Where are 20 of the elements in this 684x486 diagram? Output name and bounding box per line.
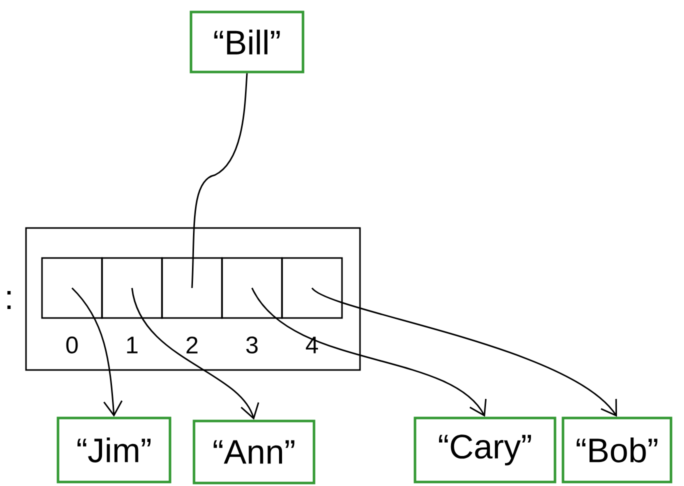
string-box: “Bill” xyxy=(190,10,304,74)
arrow xyxy=(71,287,123,417)
index-label: 1 xyxy=(127,336,138,354)
index-label: 0 xyxy=(66,336,78,354)
array-cell xyxy=(101,257,163,319)
string-box: “Jim” xyxy=(56,416,172,484)
arrow xyxy=(251,288,487,417)
array-box xyxy=(25,227,361,371)
array-cell xyxy=(221,257,283,319)
string-box: “Ann” xyxy=(192,420,316,484)
arrow xyxy=(312,287,617,417)
arrow xyxy=(131,288,260,420)
colon-label: : xyxy=(7,291,11,309)
array-cell xyxy=(281,257,343,319)
string-box: “Bob” xyxy=(562,416,672,484)
index-label: 2 xyxy=(186,336,198,354)
index-label: 3 xyxy=(246,336,258,354)
string-box: “Cary” xyxy=(414,416,556,484)
array-cell xyxy=(41,257,103,319)
array-cell xyxy=(161,257,223,319)
